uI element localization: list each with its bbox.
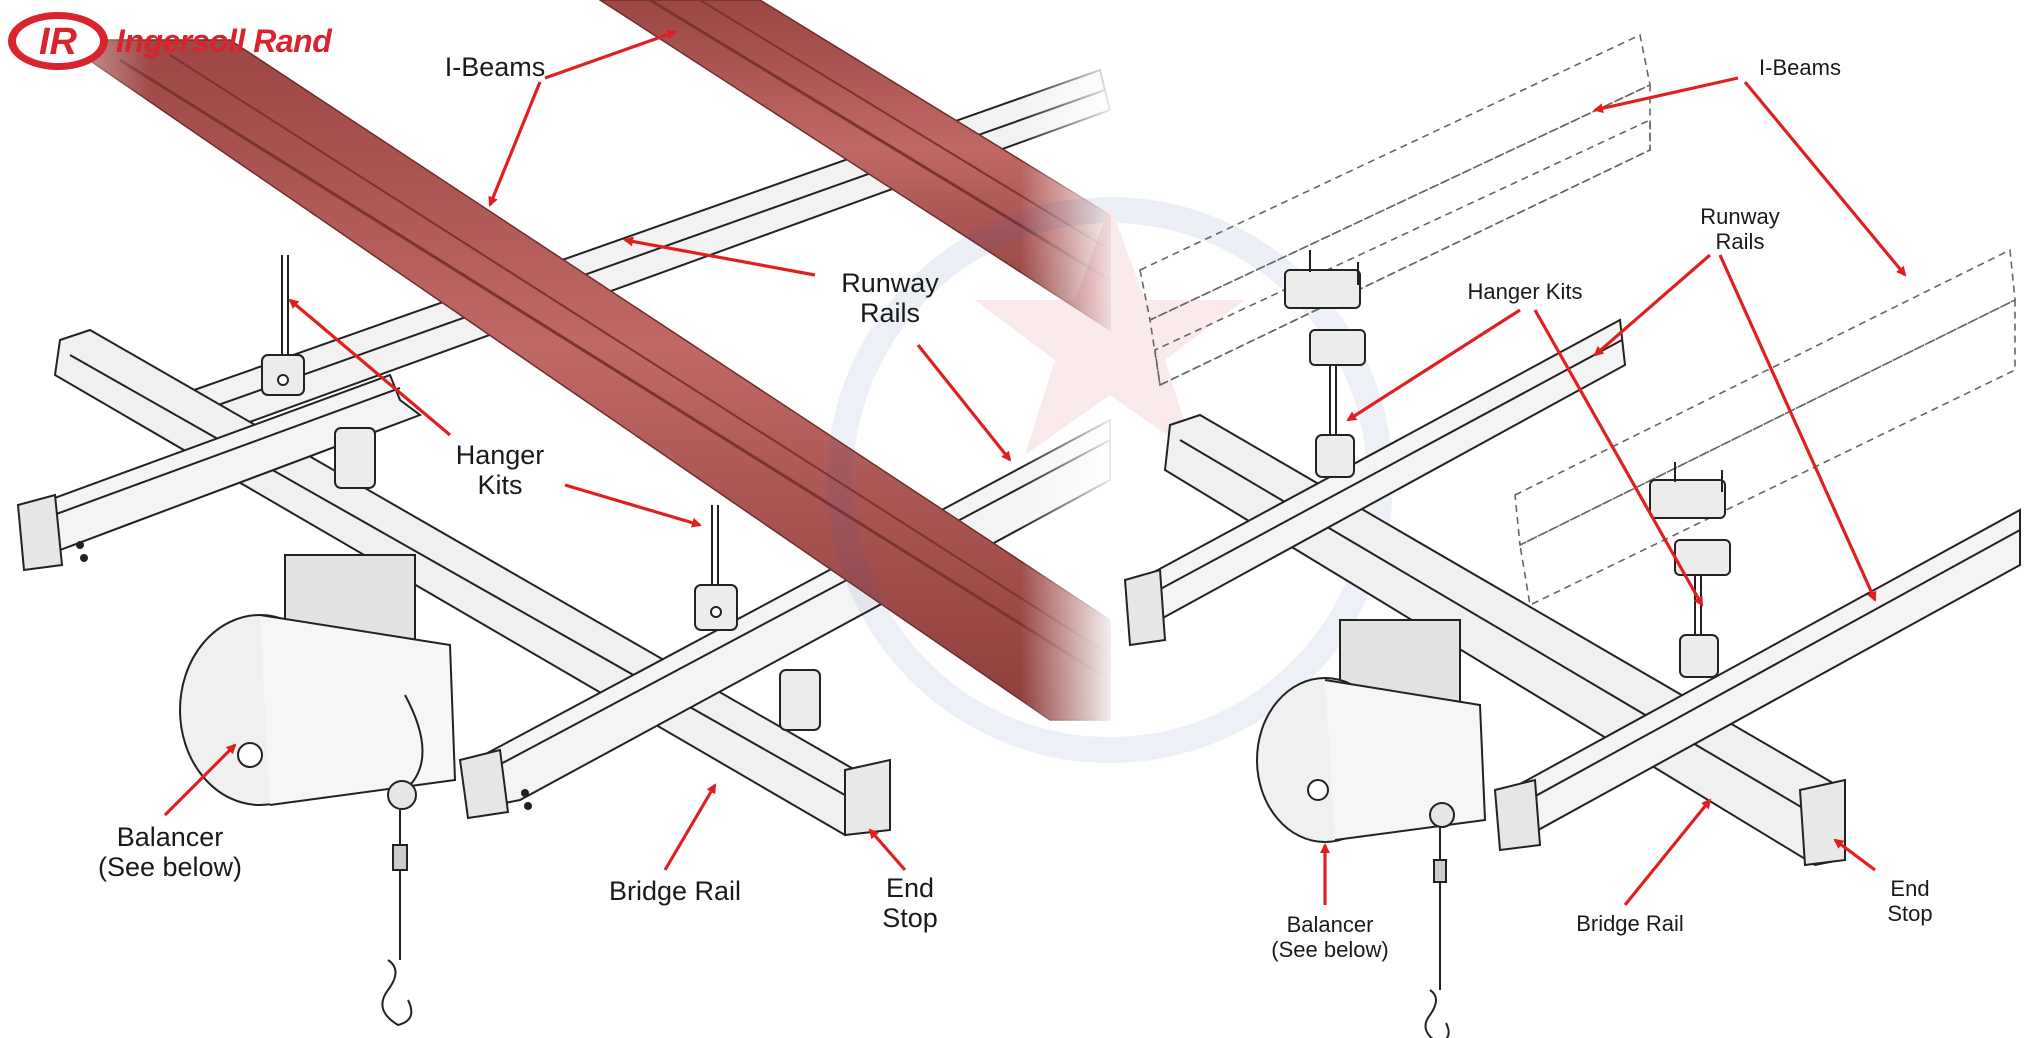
ir-logo-icon: IR bbox=[8, 12, 108, 70]
left-label-ibeams: I-Beams bbox=[444, 52, 546, 82]
left-diagram bbox=[0, 0, 1120, 1038]
left-balancer bbox=[179, 554, 457, 1027]
right-label-runway-rails: Runway Rails bbox=[1700, 204, 1780, 254]
right-label-ibeams: I-Beams bbox=[1759, 55, 1841, 80]
right-label-bridge-rail: Bridge Rail bbox=[1576, 911, 1684, 936]
logo-mark: IR bbox=[39, 21, 78, 63]
arrows bbox=[163, 29, 1907, 907]
left-runway-rail-front bbox=[16, 373, 423, 572]
ingersoll-rand-logo: IR Ingersoll Rand bbox=[6, 8, 332, 74]
arrow-left-runway-2 bbox=[916, 344, 1012, 462]
right-hanger-kit-2 bbox=[1649, 462, 1731, 678]
arrow-right-bridge bbox=[1623, 798, 1712, 907]
left-hanger-kit-1 bbox=[261, 255, 305, 396]
right-diagram bbox=[1123, 33, 2021, 1038]
left-label-balancer: Balancer (See below) bbox=[97, 822, 243, 883]
arrow-right-runway-2 bbox=[1718, 254, 1877, 602]
left-label-end-stop: End Stop bbox=[882, 873, 938, 934]
right-runway-rail-left bbox=[1123, 318, 1627, 647]
arrow-left-hanger-1 bbox=[288, 298, 452, 437]
right-balancer bbox=[1256, 619, 1487, 1038]
arrow-right-hanger-2 bbox=[1533, 309, 1704, 607]
left-hanger-kit-3 bbox=[334, 427, 821, 731]
arrow-right-hanger-1 bbox=[1346, 308, 1521, 422]
arrow-left-ibeams-1 bbox=[544, 29, 677, 80]
arrow-left-ibeams-2 bbox=[488, 81, 542, 207]
arrow-left-hanger-2 bbox=[564, 483, 702, 528]
right-ibeam-2 bbox=[1514, 248, 2016, 607]
left-label-hanger-kits: Hanger Kits bbox=[455, 440, 545, 501]
right-label-end-stop: End Stop bbox=[1887, 876, 1933, 926]
arrow-right-ibeams-2 bbox=[1743, 80, 1907, 277]
arrow-right-runway-1 bbox=[1593, 253, 1712, 357]
right-ibeam-1 bbox=[1139, 33, 1651, 387]
left-hanger-kit-2 bbox=[694, 505, 738, 631]
arrow-left-bridge bbox=[663, 783, 717, 871]
left-fade-right bbox=[1020, 0, 1120, 1038]
left-label-bridge-rail: Bridge Rail bbox=[608, 876, 742, 906]
left-ibeam-main bbox=[57, 39, 1111, 721]
right-runway-rail-right bbox=[1493, 508, 2021, 852]
right-label-hanger-kits: Hanger Kits bbox=[1467, 279, 1583, 304]
arrow-left-balancer bbox=[163, 743, 237, 817]
logo-text: Ingersoll Rand bbox=[116, 22, 332, 59]
arrow-left-runway-1 bbox=[623, 236, 816, 277]
right-hanger-kit-1 bbox=[1284, 250, 1366, 478]
left-label-runway-rails: Runway Rails bbox=[841, 268, 939, 329]
arrow-left-endstop bbox=[868, 828, 907, 872]
arrow-right-endstop bbox=[1833, 838, 1876, 872]
arrow-right-ibeams-1 bbox=[1593, 76, 1739, 114]
right-label-balancer: Balancer (See below) bbox=[1271, 912, 1389, 962]
